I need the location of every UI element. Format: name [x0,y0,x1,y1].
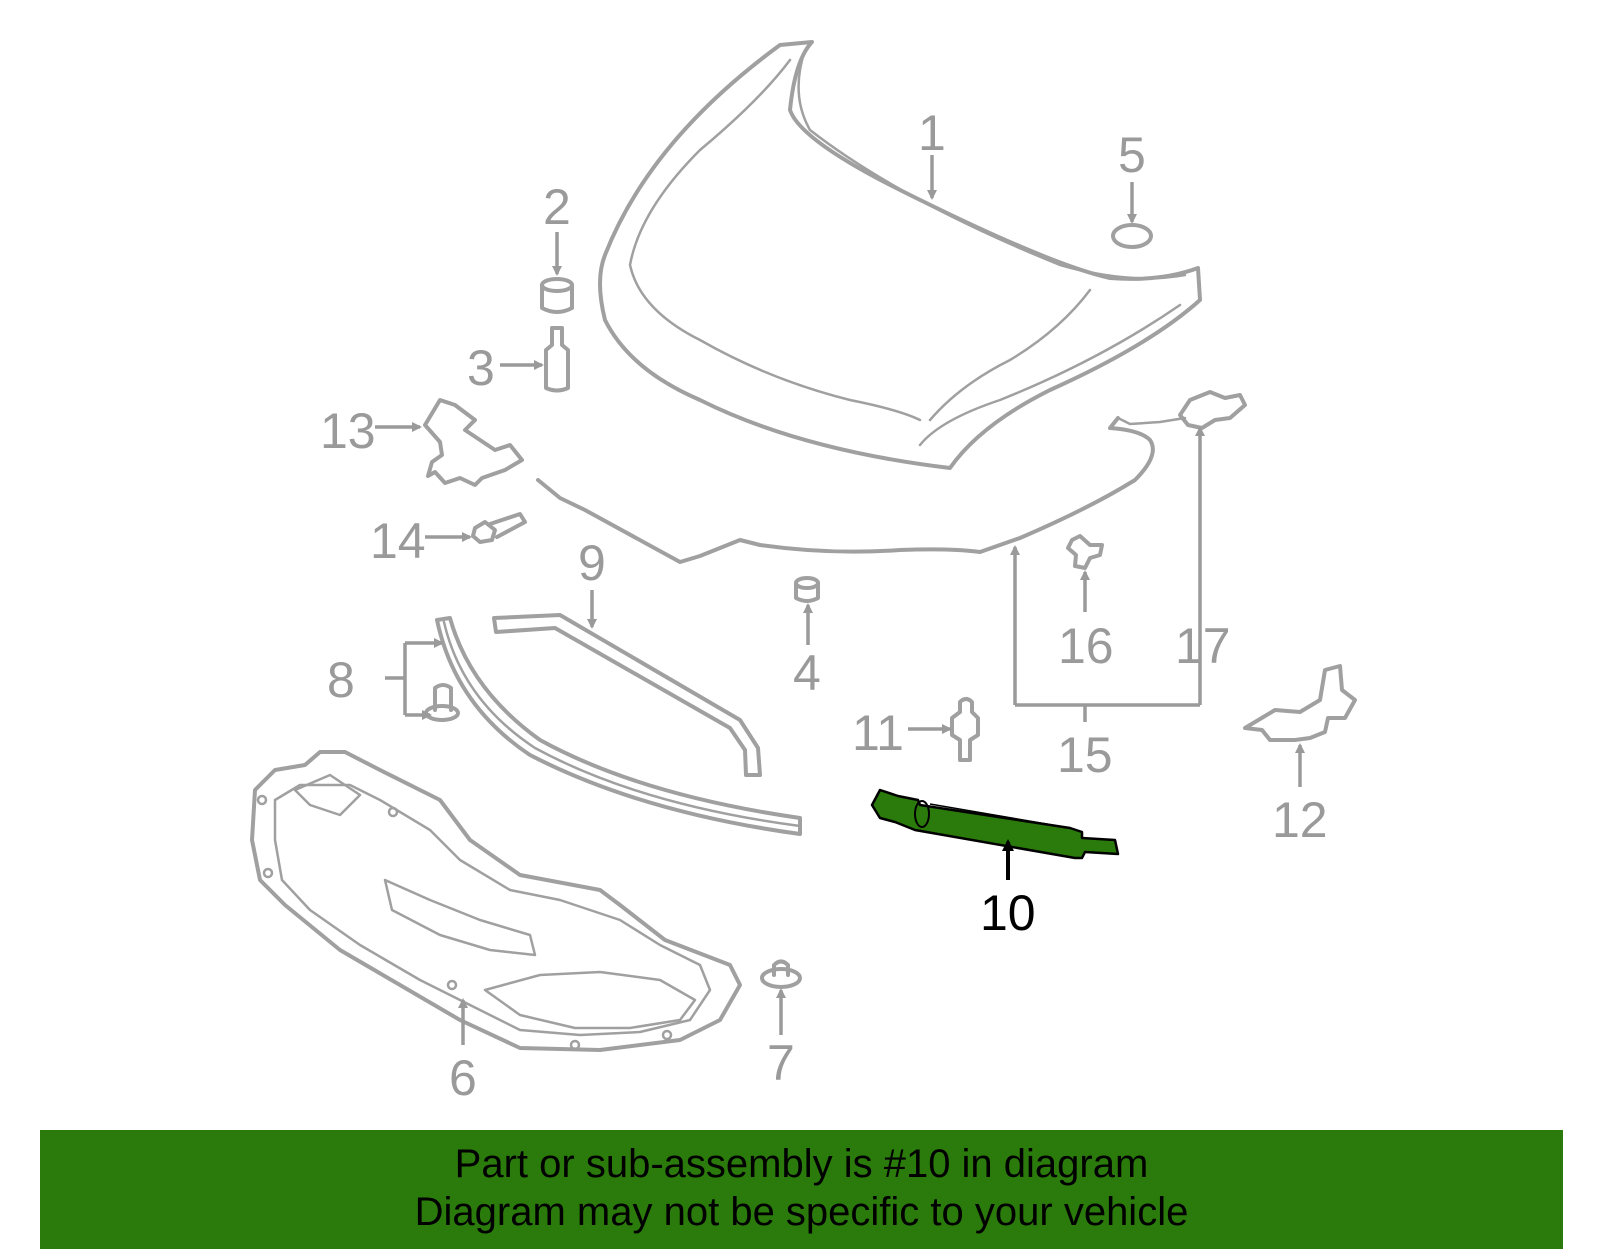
banner-line-1: Part or sub-assembly is #10 in diagram [454,1142,1149,1186]
callout-17: 17 [1175,618,1231,674]
parts-diagram: 1 2 3 4 5 6 7 8 9 10 11 12 13 14 15 16 1… [250,40,1357,1106]
callout-8: 8 [327,652,355,708]
callout-2: 2 [543,179,571,235]
callout-9: 9 [578,535,606,591]
callout-12: 12 [1272,792,1328,848]
hood-release-cable [536,416,1187,564]
retainer-stud [950,697,980,762]
callout-6: 6 [449,1050,477,1106]
hood-lift-support [870,788,1120,860]
callout-5: 5 [1118,127,1146,183]
emblem-seal [1111,223,1153,249]
banner-line-2: Diagram may not be specific to your vehi… [414,1190,1189,1234]
seal-clip [424,683,460,722]
hood-bumper-stud [544,326,570,393]
hood-seal [435,616,802,836]
callout-7: 7 [767,1035,795,1091]
hood-hinge [423,398,524,487]
callout-4: 4 [793,645,821,701]
callout-15: 15 [1057,727,1113,783]
callout-3: 3 [467,340,495,396]
leader-lines [375,155,1305,1045]
hood-plug [794,576,820,603]
cable-clip [1066,534,1104,570]
hood-panel [598,40,1202,470]
info-banner: Part or sub-assembly is #10 in diagram D… [40,1130,1563,1249]
front-seal-strip [492,613,762,777]
latch-support-bracket [1243,664,1357,742]
callout-10: 10 [980,885,1036,941]
hood-bumper-cap [540,277,574,314]
hood-latch [1178,390,1247,430]
callout-labels: 1 2 3 4 5 6 7 8 9 10 11 12 13 14 15 16 1… [320,105,1328,1106]
hinge-bolt [471,512,527,544]
insulator-clip [760,959,802,989]
callout-1: 1 [918,105,946,161]
callout-16: 16 [1058,618,1114,674]
callout-14: 14 [370,513,426,569]
callout-11: 11 [852,705,904,761]
callout-13: 13 [320,403,376,459]
hood-insulator [250,750,742,1052]
